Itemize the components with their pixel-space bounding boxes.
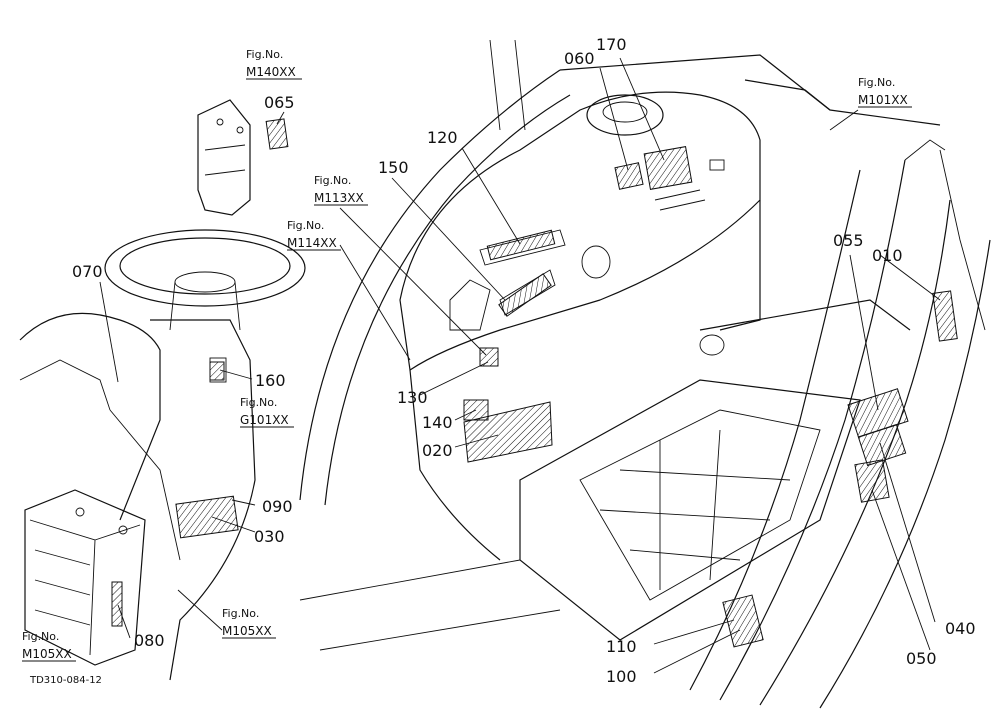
fig-ref-m101: Fig.No. M101XX xyxy=(858,76,912,108)
fig-ref-m114: Fig.No. M114XX xyxy=(287,219,341,251)
drawing-id: TD310-084-12 xyxy=(29,675,102,686)
fig-label: Fig.No. xyxy=(22,630,59,643)
inset-panel xyxy=(24,489,146,666)
decal-065 xyxy=(265,118,289,150)
callout-150: 150 xyxy=(378,158,409,177)
fig-code: M114XX xyxy=(287,236,337,250)
fig-label: Fig.No. xyxy=(246,48,283,61)
callout-130: 130 xyxy=(397,388,428,407)
dashboard-console xyxy=(399,91,761,561)
callout-030: 030 xyxy=(254,527,285,546)
fig-code: M113XX xyxy=(314,191,364,205)
callout-110: 110 xyxy=(606,637,637,656)
decal-040 xyxy=(857,423,907,467)
decal-010 xyxy=(932,290,958,342)
decal-090-030 xyxy=(175,495,239,539)
decal-050 xyxy=(854,459,890,503)
fig-ref-g101: Fig.No. G101XX xyxy=(240,396,294,428)
decal-100-110 xyxy=(722,594,764,648)
callout-020: 020 xyxy=(422,441,453,460)
fig-code: M101XX xyxy=(858,93,908,107)
fig-code: M140XX xyxy=(246,65,296,79)
callout-120: 120 xyxy=(427,128,458,147)
side-cover-part xyxy=(197,99,289,216)
callout-140: 140 xyxy=(422,413,453,432)
callout-040: 040 xyxy=(945,619,976,638)
fig-ref-m140: Fig.No. M140XX xyxy=(246,48,302,80)
cabin-frame xyxy=(299,39,941,506)
decal-020 xyxy=(463,401,553,463)
fig-code: M105XX xyxy=(22,647,72,661)
callout-070: 070 xyxy=(72,262,103,281)
fig-ref-m113: Fig.No. M113XX xyxy=(314,174,368,206)
decals xyxy=(175,146,958,648)
decal-130 xyxy=(479,347,499,367)
front-cowl xyxy=(19,312,256,681)
callout-090: 090 xyxy=(262,497,293,516)
decal-120 xyxy=(486,229,556,261)
callout-055: 055 xyxy=(833,231,864,250)
fig-ref-m105-left: Fig.No. M105XX xyxy=(22,630,76,662)
fig-label: Fig.No. xyxy=(858,76,895,89)
fig-ref-m105-right: Fig.No. M105XX xyxy=(177,589,276,639)
decal-055 xyxy=(847,388,909,438)
part-callouts: 065 170 060 120 150 070 055 010 160 130 … xyxy=(72,35,976,686)
fig-code: M105XX xyxy=(222,624,272,638)
decal-150 xyxy=(498,273,552,317)
steering-wheel xyxy=(104,229,306,331)
cab-floor xyxy=(299,299,911,651)
callout-100: 100 xyxy=(606,667,637,686)
callout-170: 170 xyxy=(596,35,627,54)
callout-080: 080 xyxy=(134,631,165,650)
callout-050: 050 xyxy=(906,649,937,668)
fig-label: Fig.No. xyxy=(314,174,351,187)
decal-060 xyxy=(614,162,644,190)
callout-060: 060 xyxy=(564,49,595,68)
fig-code: G101XX xyxy=(240,413,289,427)
fig-label: Fig.No. xyxy=(287,219,324,232)
fig-label: Fig.No. xyxy=(222,607,259,620)
fig-label: Fig.No. xyxy=(240,396,277,409)
callout-065: 065 xyxy=(264,93,295,112)
callout-160: 160 xyxy=(255,371,286,390)
leader-lines xyxy=(99,57,941,674)
decal-170 xyxy=(643,146,693,190)
callout-010: 010 xyxy=(872,246,903,265)
